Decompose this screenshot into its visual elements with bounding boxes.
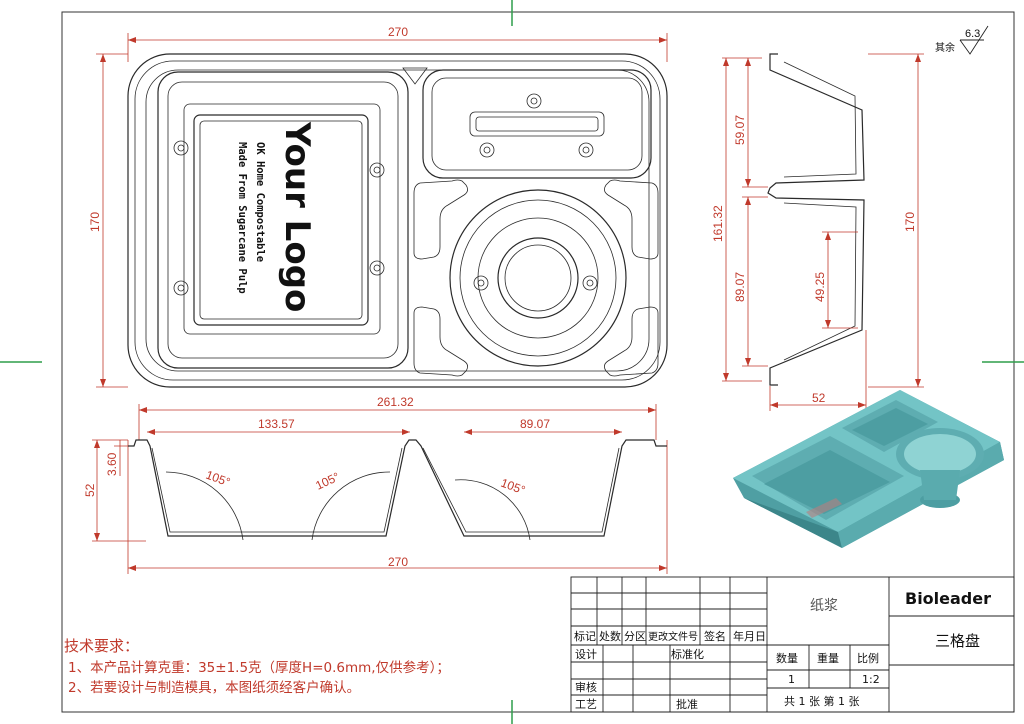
roughness-label: 其余 — [935, 41, 955, 54]
tb-sheet-info: 共 1 张 第 1 张 — [784, 694, 859, 708]
tb-header-zone: 分区 — [624, 630, 646, 643]
tb-header-mark: 标记 — [574, 629, 596, 643]
dim-side-total: 161.32 — [711, 205, 725, 242]
dim-section-bottom: 270 — [388, 555, 408, 569]
tb-company: Bioleader — [905, 589, 991, 608]
tray-3d-render — [733, 390, 1004, 548]
top-view: 270 170 Your Logo OK Home Compostable Ma… — [88, 25, 668, 388]
dim-section-right: 89.07 — [520, 417, 550, 431]
tb-review: 审核 — [575, 680, 597, 694]
section-view: 261.32 133.57 89.07 270 52 3.60 105° — [83, 395, 668, 574]
logo-line-2: Made From Sugarcane Pulp — [236, 142, 248, 294]
tb-approve: 批准 — [676, 697, 698, 711]
tb-process: 工艺 — [575, 698, 597, 711]
tb-scale-label: 比例 — [857, 651, 879, 665]
requirements-title: 技术要求： — [64, 637, 139, 655]
tb-qty-value: 1 — [788, 673, 795, 686]
title-block: 标记 处数 分区 更改文件号 签名 年月日 设计 标准化 审核 工艺 批准 纸浆… — [570, 576, 1015, 713]
tb-standardize: 标准化 — [671, 647, 704, 661]
logo-main-text: Your Logo — [277, 121, 317, 312]
side-view: 59.07 89.07 161.32 49.25 170 52 — [711, 53, 924, 411]
logo-area: Your Logo OK Home Compostable Made From … — [236, 121, 317, 312]
dim-top-width: 270 — [388, 25, 408, 39]
dim-section-left: 133.57 — [258, 417, 295, 431]
tb-product-name: 三格盘 — [935, 632, 980, 650]
dim-section-lip: 3.60 — [105, 452, 119, 476]
dim-side-inner: 49.25 — [813, 272, 827, 302]
tb-design: 设计 — [575, 648, 597, 661]
dim-top-height: 170 — [88, 212, 102, 232]
requirements-item-2: 2、若要设计与制造模具，本图纸须经客户确认。 — [68, 679, 360, 696]
dim-side-height: 170 — [903, 212, 917, 232]
angle-label-1: 105° — [204, 468, 232, 490]
tb-scale-value: 1:2 — [862, 673, 880, 686]
dim-section-depth: 52 — [83, 483, 97, 497]
surface-roughness-symbol: 6.3 其余 — [935, 25, 989, 55]
tb-material: 纸浆 — [810, 598, 838, 614]
requirements-item-1: 1、本产品计算克重：35±1.5克（厚度H=0.6mm,仅供参考）； — [68, 659, 450, 676]
tb-header-doc: 更改文件号 — [648, 630, 698, 643]
tb-weight-label: 重量 — [817, 651, 839, 665]
tb-header-date: 年月日 — [733, 629, 766, 643]
dim-side-lower: 89.07 — [733, 272, 747, 302]
dim-side-upper: 59.07 — [733, 115, 747, 145]
technical-requirements: 技术要求： 1、本产品计算克重：35±1.5克（厚度H=0.6mm,仅供参考）；… — [64, 637, 450, 696]
roughness-value: 6.3 — [965, 28, 980, 40]
tb-header-sign: 签名 — [704, 629, 726, 643]
tb-header-count: 处数 — [599, 630, 621, 643]
tb-qty-label: 数量 — [776, 652, 798, 665]
dim-section-width: 261.32 — [377, 395, 414, 409]
angle-label-2: 105° — [313, 469, 342, 492]
logo-line-1: OK Home Compostable — [254, 142, 266, 262]
dim-side-depth: 52 — [812, 391, 826, 405]
